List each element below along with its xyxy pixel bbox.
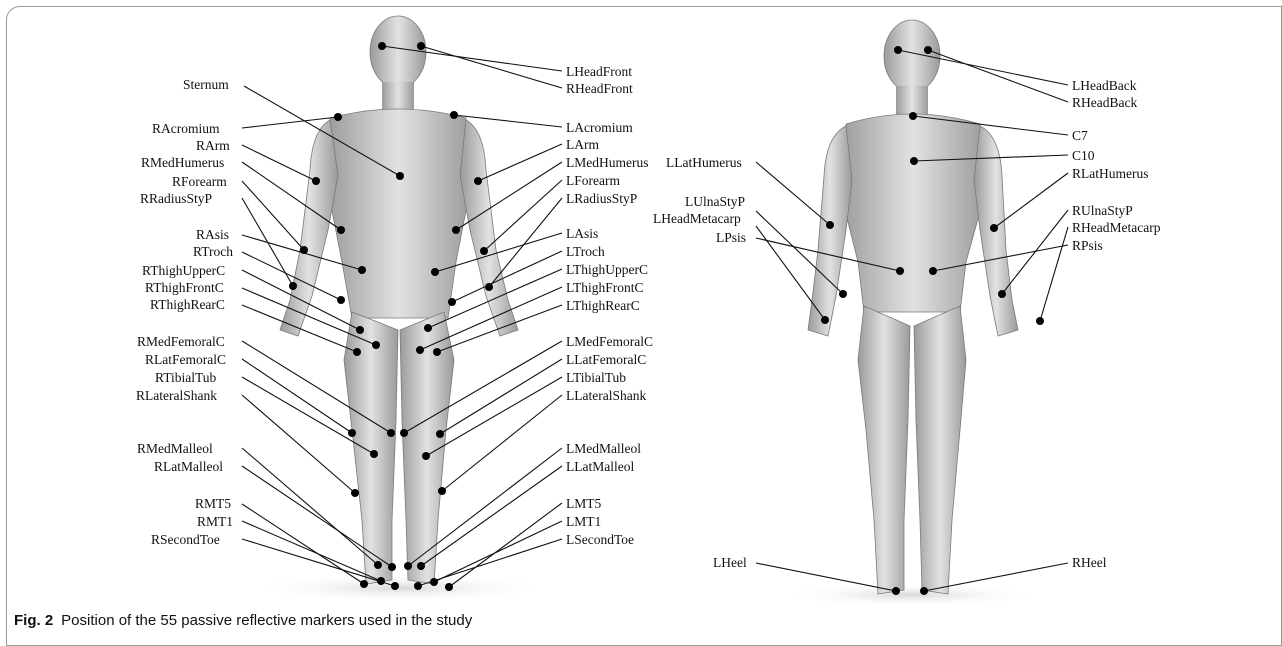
marker-label: RHeadBack	[1072, 95, 1137, 110]
front-body-figure	[250, 16, 550, 602]
back-body-figure	[780, 20, 1040, 607]
marker-label: RThighFrontC	[145, 280, 224, 295]
marker-label: LRadiusStyP	[566, 191, 637, 206]
marker-label: RThighRearC	[150, 297, 225, 312]
marker-label: LAcromium	[566, 120, 633, 135]
marker-label: LUlnaStyP	[685, 194, 745, 209]
marker-label: LMT5	[566, 496, 601, 511]
marker-label: RLatFemoralC	[145, 352, 226, 367]
marker-label: LHeadBack	[1072, 78, 1137, 93]
marker-label: RMedFemoralC	[137, 334, 225, 349]
marker-label: LThighFrontC	[566, 280, 644, 295]
caption-text: Position of the 55 passive reflective ma…	[61, 612, 472, 629]
marker-label: LMedMalleol	[566, 441, 641, 456]
marker-label: LForearm	[566, 173, 620, 188]
marker-label: LThighUpperC	[566, 262, 648, 277]
marker-label: RLatHumerus	[1072, 166, 1149, 181]
caption-label: Fig. 2	[14, 612, 53, 629]
marker-label: RMedMalleol	[137, 441, 213, 456]
marker-label: RSecondToe	[151, 532, 220, 547]
marker-label: RMT1	[197, 514, 233, 529]
marker-label: RUlnaStyP	[1072, 203, 1133, 218]
marker-label: LHeadFront	[566, 64, 632, 79]
marker-label: LHeadMetacarp	[653, 211, 741, 226]
marker-label: LHeel	[713, 555, 747, 570]
marker-label: RThighUpperC	[142, 263, 225, 278]
marker-label: LMedFemoralC	[566, 334, 653, 349]
marker-label: RTroch	[193, 244, 233, 259]
marker-label: LAsis	[566, 226, 598, 241]
marker-label: LMedHumerus	[566, 155, 648, 170]
marker-label: LPsis	[716, 230, 746, 245]
marker-label: RArm	[196, 138, 230, 153]
marker-label: LLateralShank	[566, 388, 646, 403]
marker-label: RMedHumerus	[141, 155, 224, 170]
marker-label: RHeadFront	[566, 81, 633, 96]
marker-label: RAcromium	[152, 121, 220, 136]
marker-label: LTroch	[566, 244, 605, 259]
marker-diagram: Sternum RAcromium RArm RMedHumerus RFore…	[0, 0, 1282, 610]
marker-label: LTibialTub	[566, 370, 626, 385]
marker-label: RHeel	[1072, 555, 1107, 570]
marker-label: LMT1	[566, 514, 601, 529]
marker-label: RForearm	[172, 174, 227, 189]
marker-label: C10	[1072, 148, 1095, 163]
marker-label: LSecondToe	[566, 532, 634, 547]
marker-label: RTibialTub	[155, 370, 216, 385]
marker-label: RRadiusStyP	[140, 191, 212, 206]
marker-label: RHeadMetacarp	[1072, 220, 1161, 235]
marker-label: Sternum	[183, 77, 229, 92]
marker-label: RLatMalleol	[154, 459, 223, 474]
marker-label: RMT5	[195, 496, 231, 511]
marker-label: C7	[1072, 128, 1088, 143]
marker-label: LLatHumerus	[666, 155, 742, 170]
figure-caption: Fig. 2 Position of the 55 passive reflect…	[14, 612, 472, 629]
marker-label: RPsis	[1072, 238, 1103, 253]
marker-label: LLatFemoralC	[566, 352, 646, 367]
marker-label: LArm	[566, 137, 599, 152]
marker-label: RLateralShank	[136, 388, 217, 403]
marker-label: RAsis	[196, 227, 229, 242]
marker-label: LThighRearC	[566, 298, 640, 313]
marker-label: LLatMalleol	[566, 459, 634, 474]
